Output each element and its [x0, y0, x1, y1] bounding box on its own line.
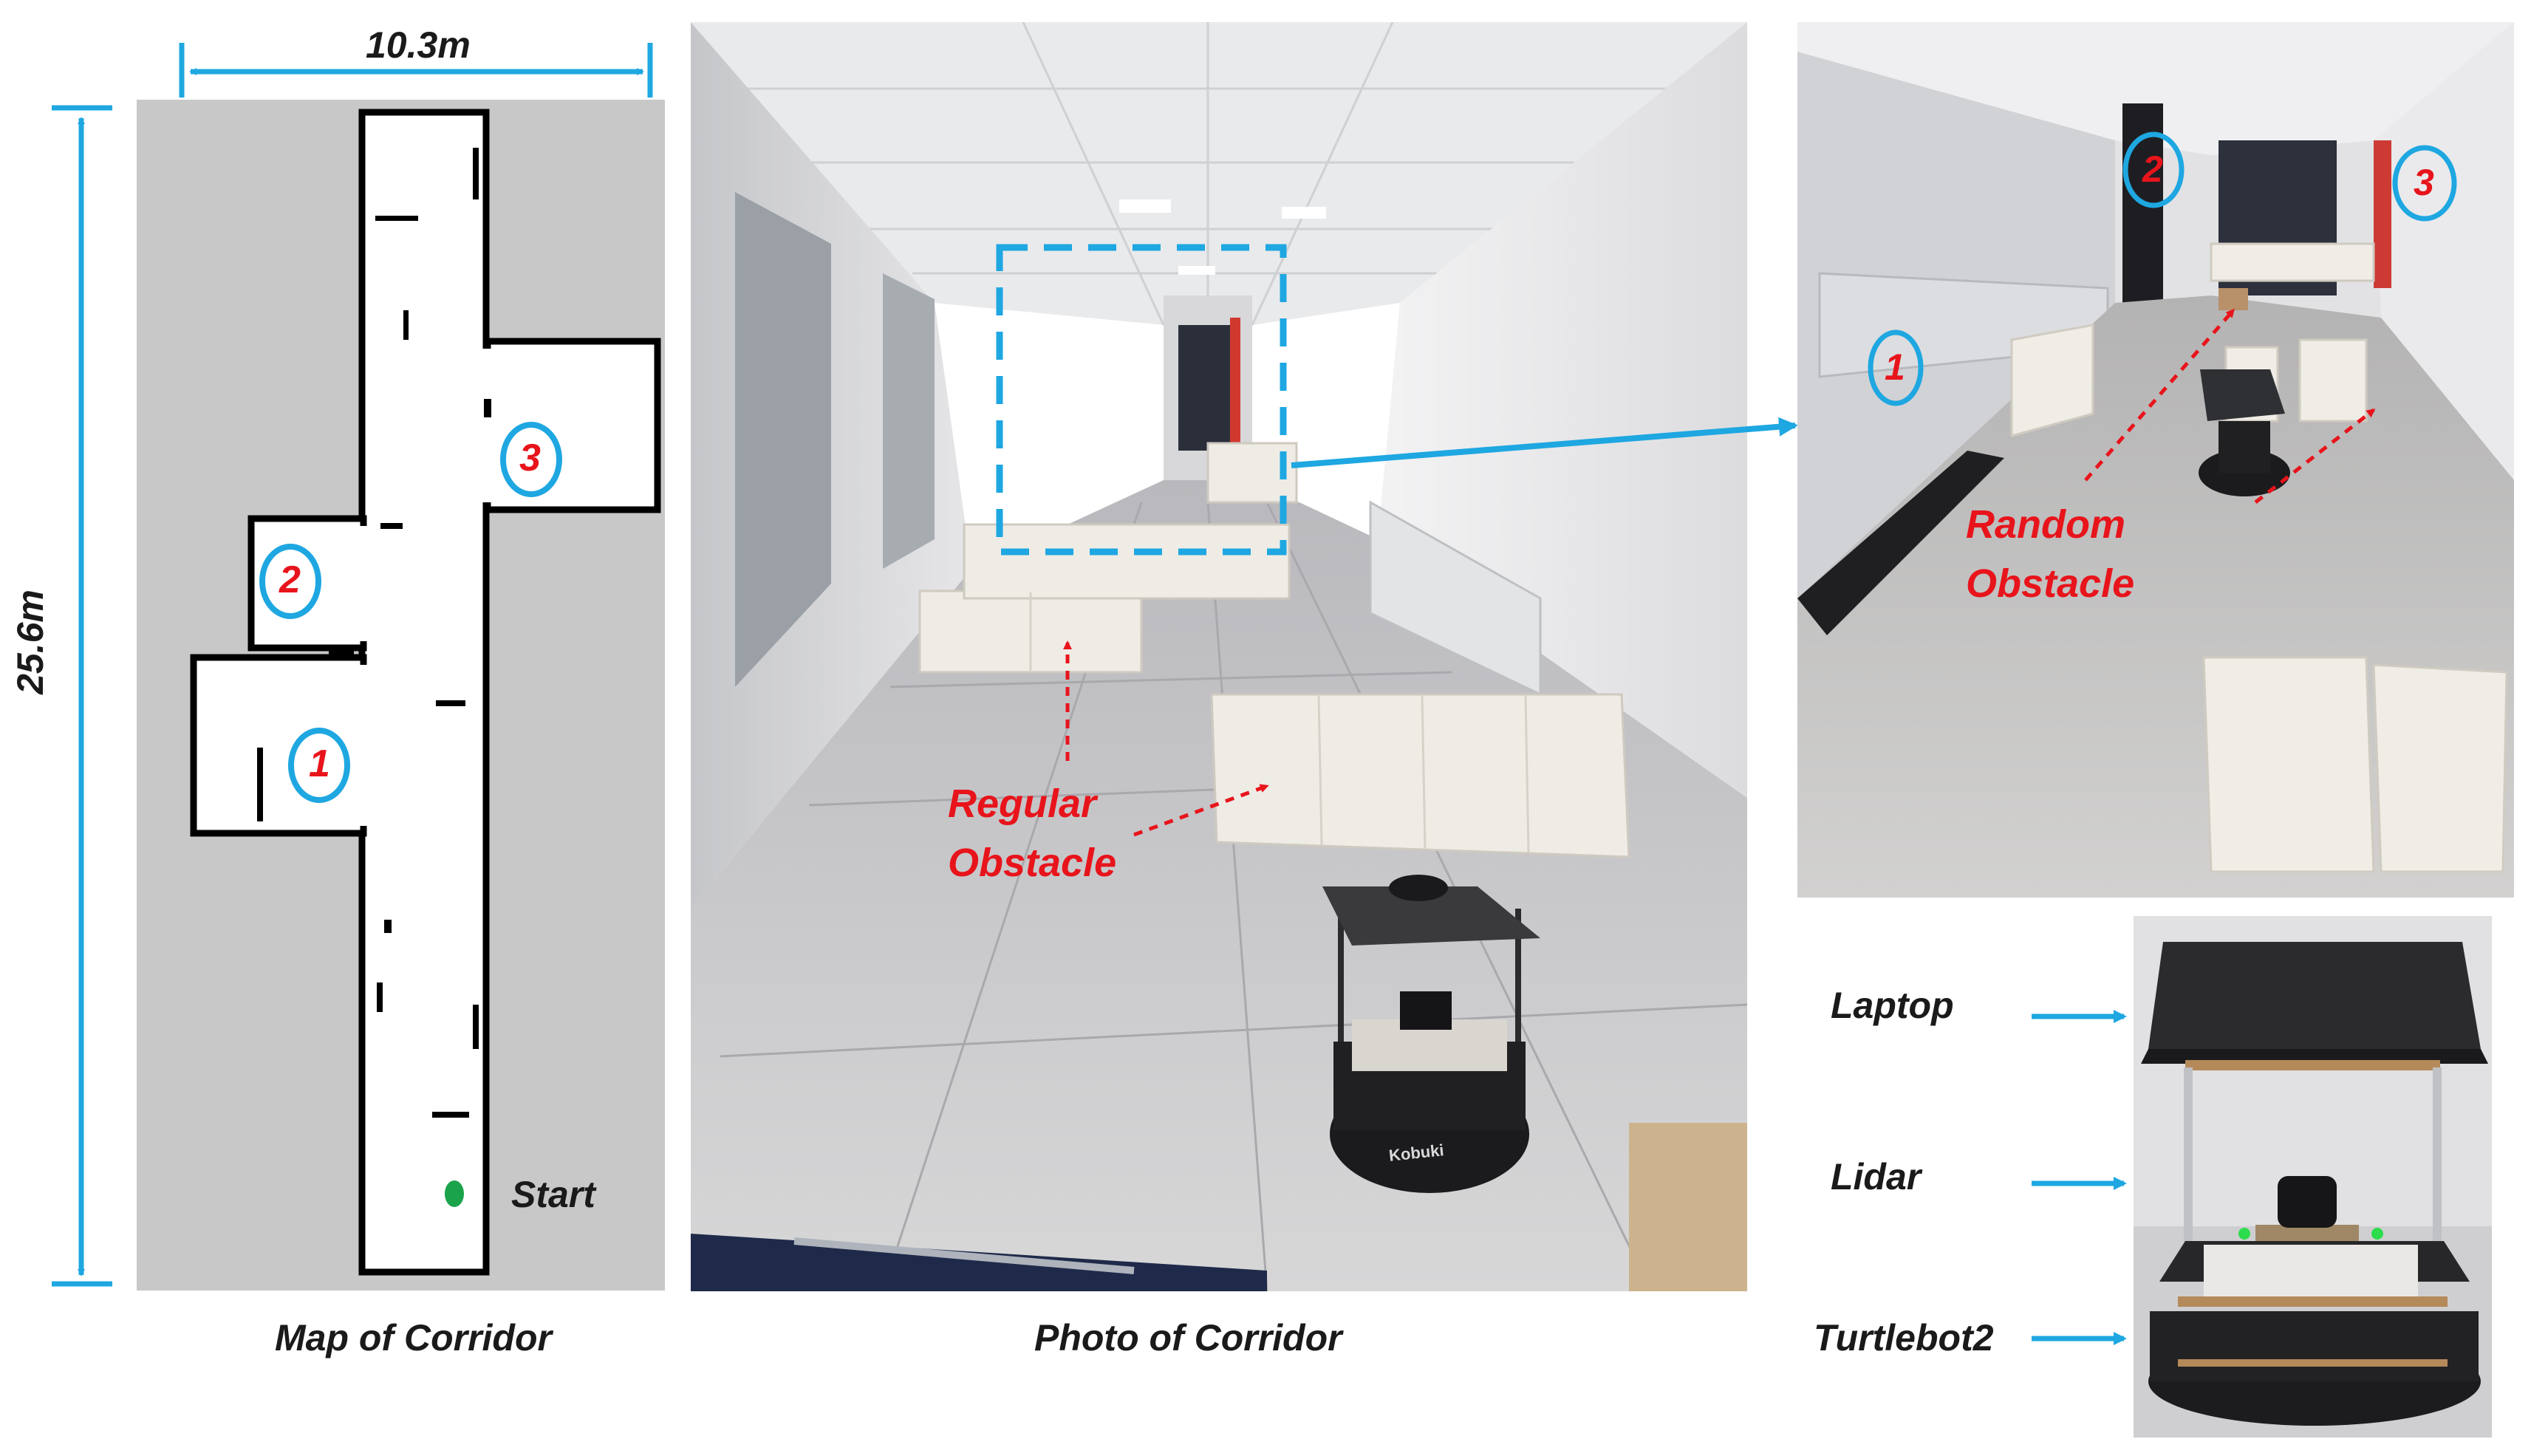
corridor-floorplan	[190, 109, 661, 1276]
regular-obstacle-line2: Obstacle	[948, 841, 1117, 885]
regular-obstacle-label: Regular Obstacle	[948, 774, 1116, 892]
map-marker-2-circle	[259, 544, 321, 619]
robot-photo-graphic	[2134, 916, 2492, 1438]
dashed-highlight-box	[996, 244, 1287, 556]
inset-photo: 1 2 3 Random Obstacle	[1797, 22, 2514, 898]
lidar-label: Lidar	[1831, 1156, 1922, 1197]
corridor-caption: Photo of Corridor	[1034, 1317, 1342, 1358]
connector-arrow	[1291, 417, 1798, 468]
map-marker-1: 1	[309, 742, 330, 785]
inset-marker-1-circle	[1868, 329, 1924, 406]
regular-obstacle-line1: Regular	[948, 782, 1097, 826]
height-label: 25.6m	[9, 589, 51, 694]
inset-marker-2: 2	[2142, 148, 2163, 190]
map-marker-3: 3	[519, 437, 541, 479]
robot-photo	[2134, 916, 2492, 1438]
random-obstacle-line1: Random	[1966, 502, 2125, 547]
map-panel: 10.3m 25.6m 1 2 3 Start Map of Corridor	[0, 0, 680, 1456]
start-label: Start	[511, 1174, 595, 1215]
inset-marker-1: 1	[1885, 346, 1905, 388]
inset-marker-3: 3	[2414, 162, 2434, 203]
turtlebot-label: Turtlebot2	[1814, 1317, 1994, 1358]
map-graphic	[52, 43, 665, 1291]
inset-marker-3-circle	[2392, 145, 2457, 222]
start-point	[445, 1180, 464, 1207]
laptop-label: Laptop	[1831, 985, 1954, 1026]
map-marker-2: 2	[279, 558, 301, 601]
map-marker-3-circle	[500, 422, 562, 497]
random-obstacle-label: Random Obstacle	[1966, 495, 2134, 613]
width-label: 10.3m	[366, 24, 471, 66]
corridor-robot	[1322, 875, 1540, 1193]
random-obstacle-line2: Obstacle	[1966, 561, 2135, 606]
map-marker-1-circle	[288, 728, 350, 803]
corridor-photo-graphic	[691, 22, 1747, 1291]
map-caption: Map of Corridor	[275, 1317, 552, 1358]
corridor-photo: Kobuki Regular Obstacle	[691, 22, 1747, 1291]
inset-photo-graphic	[1797, 22, 2514, 898]
inset-marker-2-circle	[2122, 131, 2185, 208]
robot-label-arrows	[2032, 1010, 2127, 1345]
